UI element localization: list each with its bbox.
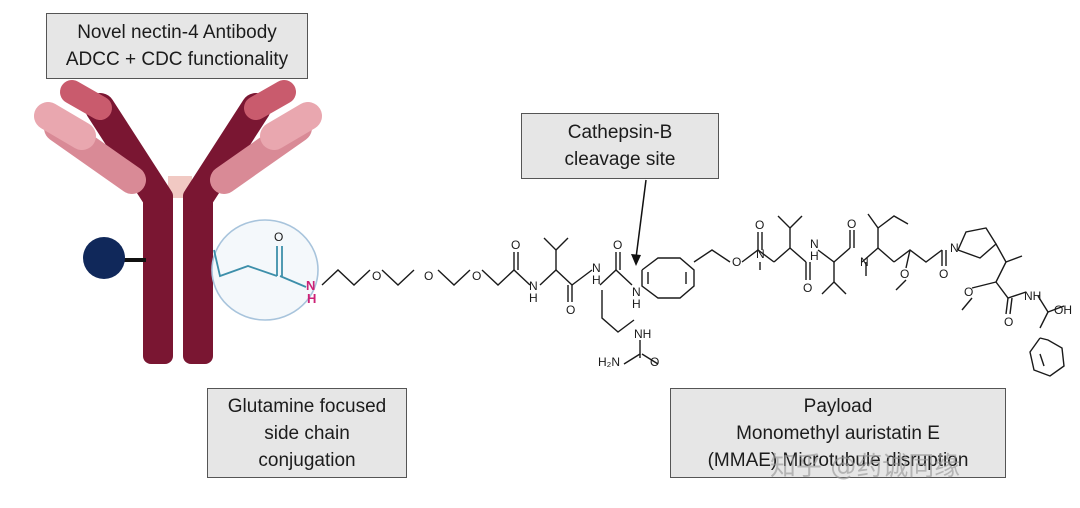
urea-h2n: H₂N	[598, 355, 620, 369]
glutamine-side-chain-highlight: O N H	[211, 219, 319, 321]
payload-label-line-1: Payload	[803, 395, 873, 417]
heavy-chain-right-stem	[183, 188, 213, 364]
antibody-illustration	[34, 80, 322, 364]
antibody-label-line-2: ADCC + CDC functionality	[65, 49, 289, 70]
cleavage-label-line-1: Cathepsin-B	[567, 122, 673, 143]
citrulline-carbonyl-oxygen: O	[613, 238, 622, 252]
conjugation-label-line-2: side chain	[264, 422, 350, 444]
heavy-chain-left-arm	[85, 93, 173, 213]
antibody-label-box: Novel nectin-4 Antibody ADCC + CDC funct…	[46, 13, 308, 79]
mmae-methoxy-oxygen: O	[900, 267, 909, 281]
glutamine-amide-hydrogen: H	[307, 291, 316, 306]
heavy-chain-left-tip	[60, 80, 112, 120]
cleavage-arrow	[631, 179, 647, 266]
carbamate-carbonyl-oxygen: O	[755, 218, 764, 232]
mmae-carbonyl-oxygen-2: O	[847, 217, 856, 231]
valine-carbonyl-oxygen: O	[566, 303, 575, 317]
atom-labels: O O O O N H O N H O N H NH H₂N O O O N O…	[372, 217, 1072, 369]
payload-label-box: Payload Monomethyl auristatin E (MMAE) M…	[670, 388, 1006, 478]
mmae-n-methyl-nitrogen: N	[756, 247, 765, 261]
mmae-amide-nitrogen: N	[810, 237, 819, 251]
conjugation-label-line-1: Glutamine focused	[227, 395, 387, 417]
norephedrine-nh: NH	[1024, 289, 1041, 303]
mmae-carbonyl-oxygen-4: O	[1004, 315, 1013, 329]
heavy-chain-right-arm	[183, 93, 271, 213]
mmae-methoxy-oxygen-2: O	[964, 285, 973, 299]
valine-amide-nitrogen: N	[592, 261, 601, 275]
payload-label-line-3: (MMAE) Microtubule disruption	[707, 449, 969, 471]
urea-nh: NH	[634, 327, 651, 341]
conjugation-label-box: Glutamine focused side chain conjugation	[207, 388, 407, 478]
watermark-text: 知乎 @药诚同缘	[770, 452, 961, 482]
proline-nitrogen: N	[950, 241, 959, 255]
payload-label-line-2: Monomethyl auristatin E	[736, 422, 940, 444]
light-chain-right-tip	[260, 102, 322, 150]
linker-payload-structure	[321, 213, 1065, 377]
cleavage-label-line-2: cleavage site	[564, 149, 676, 170]
peg-oxygen-2: O	[424, 269, 433, 283]
pab-amide-nitrogen: N	[632, 285, 641, 299]
linker-amide-hydrogen: H	[529, 291, 538, 305]
mmae-amide-hydrogen: H	[810, 249, 819, 263]
antibody-label-line-1: Novel nectin-4 Antibody	[77, 22, 277, 43]
peg-oxygen-3: O	[472, 269, 481, 283]
glutamine-carbonyl-oxygen: O	[274, 230, 283, 244]
peg-oxygen-1: O	[372, 269, 381, 283]
conjugate-bead	[83, 237, 125, 279]
conjugation-label-line-3: conjugation	[258, 449, 356, 471]
linker-amide-nitrogen: N	[529, 279, 538, 293]
mmae-carbonyl-oxygen-3: O	[939, 267, 948, 281]
mmae-n-methyl-nitrogen-2: N	[860, 255, 869, 269]
heavy-chain-right-tip	[244, 80, 296, 120]
urea-oxygen: O	[650, 355, 659, 369]
heavy-chain-left-stem	[143, 188, 173, 364]
glutamine-amide-nitrogen: N	[306, 278, 315, 293]
pab-amide-hydrogen: H	[632, 297, 641, 311]
carbamate-oxygen: O	[732, 255, 741, 269]
linker-carbonyl-oxygen: O	[511, 238, 520, 252]
norephedrine-oh: OH	[1054, 303, 1072, 317]
cleavage-site-label-box: Cathepsin-B cleavage site	[521, 113, 719, 179]
light-chain-left-tip	[34, 102, 96, 150]
mmae-carbonyl-oxygen-1: O	[803, 281, 812, 295]
valine-amide-hydrogen: H	[592, 273, 601, 287]
